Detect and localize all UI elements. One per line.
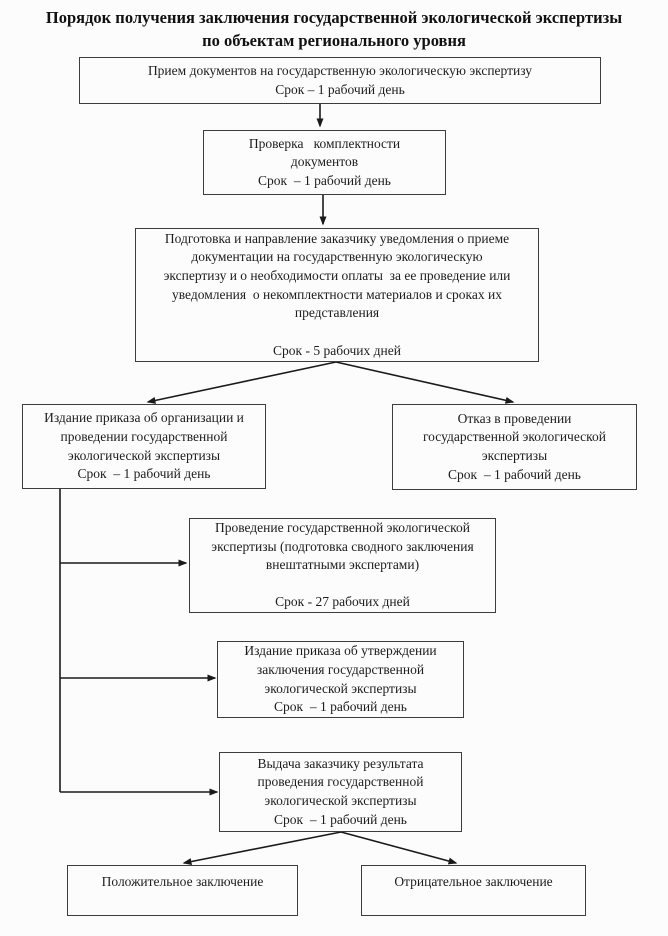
arrow-notify-to-refuse (335, 361, 515, 404)
flow-step-notify-customer: Подготовка и направление заказчику уведо… (135, 228, 539, 362)
arrow-issue-to-positive (182, 831, 342, 865)
flow-step-receive-documents: Прием документов на государственную экол… (79, 57, 601, 104)
flow-step-check-completeness: Проверка комплектности документов Срок –… (203, 130, 446, 195)
flow-step-positive-conclusion: Положительное заключение (67, 865, 298, 916)
page-title: Порядок получения заключения государстве… (45, 8, 623, 51)
arrow-notify-to-order (146, 361, 337, 404)
flow-step-conduct-expertise: Проведение государственной экологической… (189, 518, 496, 613)
flow-step-issue-result: Выдача заказчику результата проведения г… (219, 752, 462, 832)
flow-step-negative-conclusion: Отрицательное заключение (361, 865, 586, 916)
flow-step-approve-conclusion: Издание приказа об утверждении заключени… (217, 641, 464, 718)
flow-step-refuse-expertise: Отказ в проведении государственной эколо… (392, 404, 637, 490)
arrow-issue-to-negative (340, 831, 458, 865)
flow-step-order-expertise: Издание приказа об организации и проведе… (22, 404, 266, 489)
